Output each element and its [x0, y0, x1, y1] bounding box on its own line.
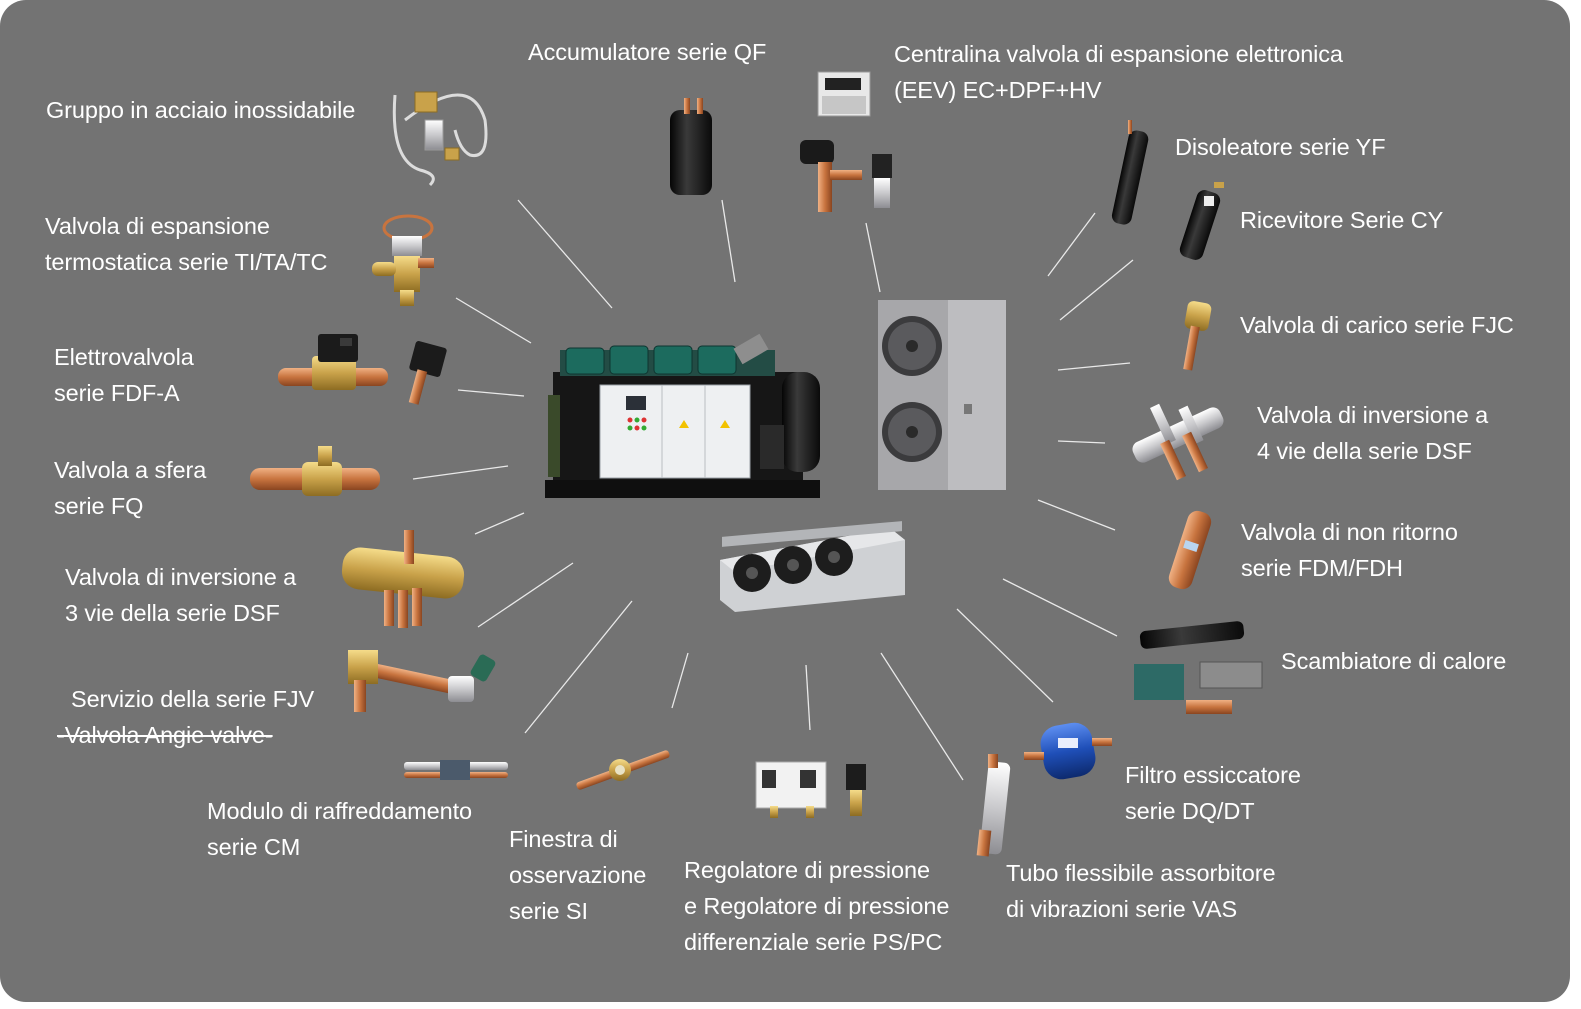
label-text: Valvola a sfera — [54, 457, 207, 483]
label-text: Filtro essiccatore — [1125, 762, 1301, 788]
label-pressure-controller: Regolatore di pressione e Regolatore di … — [684, 852, 949, 960]
label-text: serie FQ — [54, 493, 144, 519]
label-text: Ricevitore Serie CY — [1240, 207, 1444, 233]
label-stainless-group: Gruppo in acciaio inossidabile — [46, 92, 355, 128]
label-receiver: Ricevitore Serie CY — [1240, 202, 1443, 238]
unit-cooler-image — [720, 521, 905, 612]
label-text: Modulo di raffreddamento — [207, 798, 472, 824]
label-thermostatic-valve: Valvola di espansione termostatica serie… — [45, 208, 328, 280]
label-text: Centralina valvola di espansione elettro… — [894, 41, 1343, 67]
label-text: e Regolatore di pressione — [684, 893, 950, 919]
label-text: Valvola di espansione — [45, 213, 270, 239]
sight-glass-image — [576, 750, 670, 790]
label-text: Valvola di carico serie FJC — [1240, 312, 1514, 338]
label-check-valve: Valvola di non ritorno serie FDM/FDH — [1241, 514, 1458, 586]
label-text: 4 vie della serie DSF — [1257, 438, 1472, 464]
label-three-way-valve: Valvola di inversione a 3 vie della seri… — [65, 559, 296, 631]
label-text: Tubo flessibile assorbitore — [1006, 860, 1276, 886]
label-text: differenziale serie PS/PC — [684, 929, 943, 955]
label-text: termostatica serie TI/TA/TC — [45, 249, 328, 275]
label-eev-controller: Centralina valvola di espansione elettro… — [894, 36, 1343, 108]
leader-lines — [412, 199, 1134, 781]
four-way-valve-image — [1132, 403, 1224, 481]
ball-valve-image — [250, 446, 380, 496]
compressor-rack-image — [545, 333, 820, 498]
receiver-image — [1179, 182, 1224, 260]
solenoid-valve-image — [278, 334, 447, 405]
label-service-valve: Servizio della serie FJV -Valvola Angie … — [57, 681, 314, 753]
label-filter-drier: Filtro essiccatore serie DQ/DT — [1125, 757, 1301, 829]
label-text: Valvola di inversione a — [1257, 402, 1489, 428]
label-text: serie DQ/DT — [1125, 798, 1255, 824]
label-text: Regolatore di pressione — [684, 857, 930, 883]
label-text: 3 vie della serie DSF — [65, 600, 280, 626]
cooling-module-image — [404, 760, 508, 780]
label-charging-valve: Valvola di carico serie FJC — [1240, 307, 1514, 343]
charging-valve-image — [1183, 301, 1212, 371]
label-text: Scambiatore di calore — [1281, 648, 1507, 674]
stainless-steel-group-image — [392, 91, 488, 187]
thermostatic-expansion-valve-image — [372, 214, 434, 306]
oil-separator-image — [1111, 120, 1149, 225]
label-text: serie FDM/FDH — [1241, 555, 1403, 581]
label-text: serie CM — [207, 834, 301, 860]
label-text: serie FDF-A — [54, 380, 180, 406]
label-text: Valvola di non ritorno — [1241, 519, 1458, 545]
label-oil-separator: Disoleatore serie YF — [1175, 129, 1386, 165]
service-valve-image — [348, 650, 496, 712]
label-text: Disoleatore serie YF — [1175, 134, 1386, 160]
accumulator-image — [670, 98, 712, 195]
label-text: serie SI — [509, 898, 588, 924]
pressure-controller-image — [755, 761, 866, 818]
filter-drier-image — [1024, 722, 1112, 780]
label-text: Valvola di inversione a — [65, 564, 297, 590]
label-vibration-absorber: Tubo flessibile assorbitore di vibrazion… — [1006, 855, 1276, 927]
label-text: Servizio della serie FJV — [71, 686, 315, 712]
three-way-valve-image — [341, 530, 465, 628]
label-text: Accumulatore serie QF — [528, 39, 767, 65]
label-text: di vibrazioni serie VAS — [1006, 896, 1238, 922]
outdoor-unit-image — [878, 300, 1006, 490]
label-text: Finestra di — [509, 826, 618, 852]
label-cooling-module: Modulo di raffreddamento serie CM — [207, 793, 472, 865]
label-accumulator: Accumulatore serie QF — [528, 34, 766, 70]
eev-controller-image — [800, 71, 892, 212]
label-heat-exchanger: Scambiatore di calore — [1281, 643, 1506, 679]
heat-exchanger-image — [1134, 621, 1263, 714]
label-solenoid-valve: Elettrovalvola serie FDF-A — [54, 339, 194, 411]
label-sight-glass: Finestra di osservazione serie SI — [509, 821, 646, 929]
label-text: Elettrovalvola — [54, 344, 194, 370]
check-valve-image — [1168, 510, 1212, 590]
label-text: -Valvola Angie valve- — [57, 722, 273, 748]
vibration-absorber-image — [976, 754, 1011, 857]
label-text: Gruppo in acciaio inossidabile — [46, 97, 356, 123]
label-four-way-valve: Valvola di inversione a 4 vie della seri… — [1257, 397, 1488, 469]
label-text: osservazione — [509, 862, 647, 888]
label-text: (EEV) EC+DPF+HV — [894, 77, 1102, 103]
label-ball-valve: Valvola a sfera serie FQ — [54, 452, 206, 524]
